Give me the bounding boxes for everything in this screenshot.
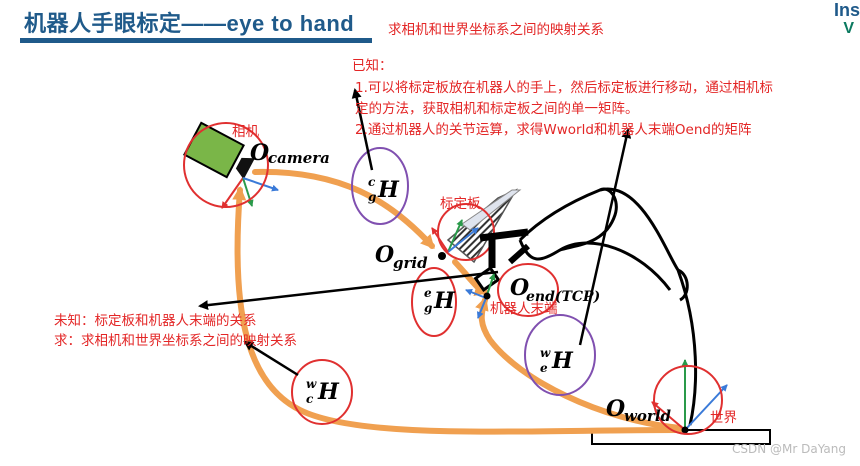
svg-text:H: H (317, 379, 340, 405)
svg-text:e: e (424, 286, 432, 300)
arrow-shaft-extra (357, 103, 373, 171)
unknown-line-2: 求：求相机和世界坐标系之间的映射关系 (54, 333, 297, 349)
svg-text:O: O (606, 396, 625, 422)
board-circle (437, 203, 495, 261)
board-label: 标定板 (440, 196, 481, 212)
svg-text:end(TCP): end(TCP) (526, 289, 600, 305)
robot-end-label: 机器人末端 (490, 301, 558, 317)
svg-text:e: e (540, 361, 548, 375)
corner-logo-text: Ins (833, 0, 860, 20)
svg-text:H: H (551, 348, 574, 374)
svg-text:O: O (250, 140, 269, 166)
transform-egH: e g H (424, 286, 456, 315)
world-origin-dot (681, 426, 689, 434)
frame-world-label: O world (606, 396, 672, 425)
title-underline (20, 38, 372, 43)
svg-text:c: c (306, 392, 314, 406)
known-line-2: 定的方法，获取相机和标定板之间的单一矩阵。 (355, 101, 639, 117)
egH-circle (411, 267, 457, 337)
frame-end-label: O end(TCP) (510, 275, 600, 305)
svg-text:H: H (377, 177, 400, 203)
corner-logo-text-2: V (843, 20, 854, 37)
world-label: 世界 (710, 410, 737, 426)
page-title: 机器人手眼标定——eye to hand (24, 11, 355, 36)
svg-text:O: O (510, 275, 529, 301)
calibration-board-icon (446, 188, 522, 264)
svg-text:H: H (433, 288, 456, 314)
transform-wcH: w c H (306, 377, 340, 406)
grid-origin-dot (438, 252, 446, 260)
wcH-circle (291, 359, 353, 425)
frame-camera-label: O camera (250, 140, 330, 167)
known-line-3: 2.通过机器人的关节运算，求得Wworld和机器人末端Oend的矩阵 (355, 122, 752, 138)
path-camera-to-grid (252, 168, 435, 249)
svg-text:g: g (424, 301, 432, 315)
unknown-line-1: 未知：标定板和机器人末端的关系 (54, 313, 257, 329)
svg-text:g: g (368, 190, 376, 204)
world-circle (653, 365, 723, 435)
arrow-wcH-to-goal (243, 340, 299, 377)
weH-circle (524, 314, 596, 396)
arrow-weH-to-known (578, 128, 632, 346)
svg-text:grid: grid (393, 254, 428, 272)
camera-label: 相机 (232, 124, 259, 140)
svg-text:c: c (368, 175, 376, 189)
path-world-to-camera (232, 186, 683, 435)
frame-grid-label: O grid (375, 242, 428, 272)
end-circle (497, 263, 559, 317)
known-line-1: 1.可以将标定板放在机器人的手上，然后标定板进行移动，通过相机标 (355, 80, 773, 96)
known-heading: 已知： (352, 58, 393, 74)
transform-cgH: c g H (368, 175, 400, 204)
watermark: CSDN @Mr DaYang (732, 442, 846, 456)
cgH-circle (351, 147, 409, 225)
svg-text:w: w (306, 377, 317, 391)
goal-text: 求相机和世界坐标系之间的映射关系 (388, 22, 604, 38)
transform-weH: w e H (540, 346, 574, 375)
arrow-end-to-unknown (198, 270, 499, 311)
svg-text:world: world (624, 407, 672, 425)
world-axes (651, 359, 728, 431)
end-origin-dot (483, 292, 491, 300)
camera-circle (183, 122, 269, 208)
camera-axes (221, 177, 279, 209)
svg-text:w: w (540, 346, 551, 360)
svg-text:O: O (375, 242, 394, 268)
svg-text:camera: camera (268, 149, 330, 167)
